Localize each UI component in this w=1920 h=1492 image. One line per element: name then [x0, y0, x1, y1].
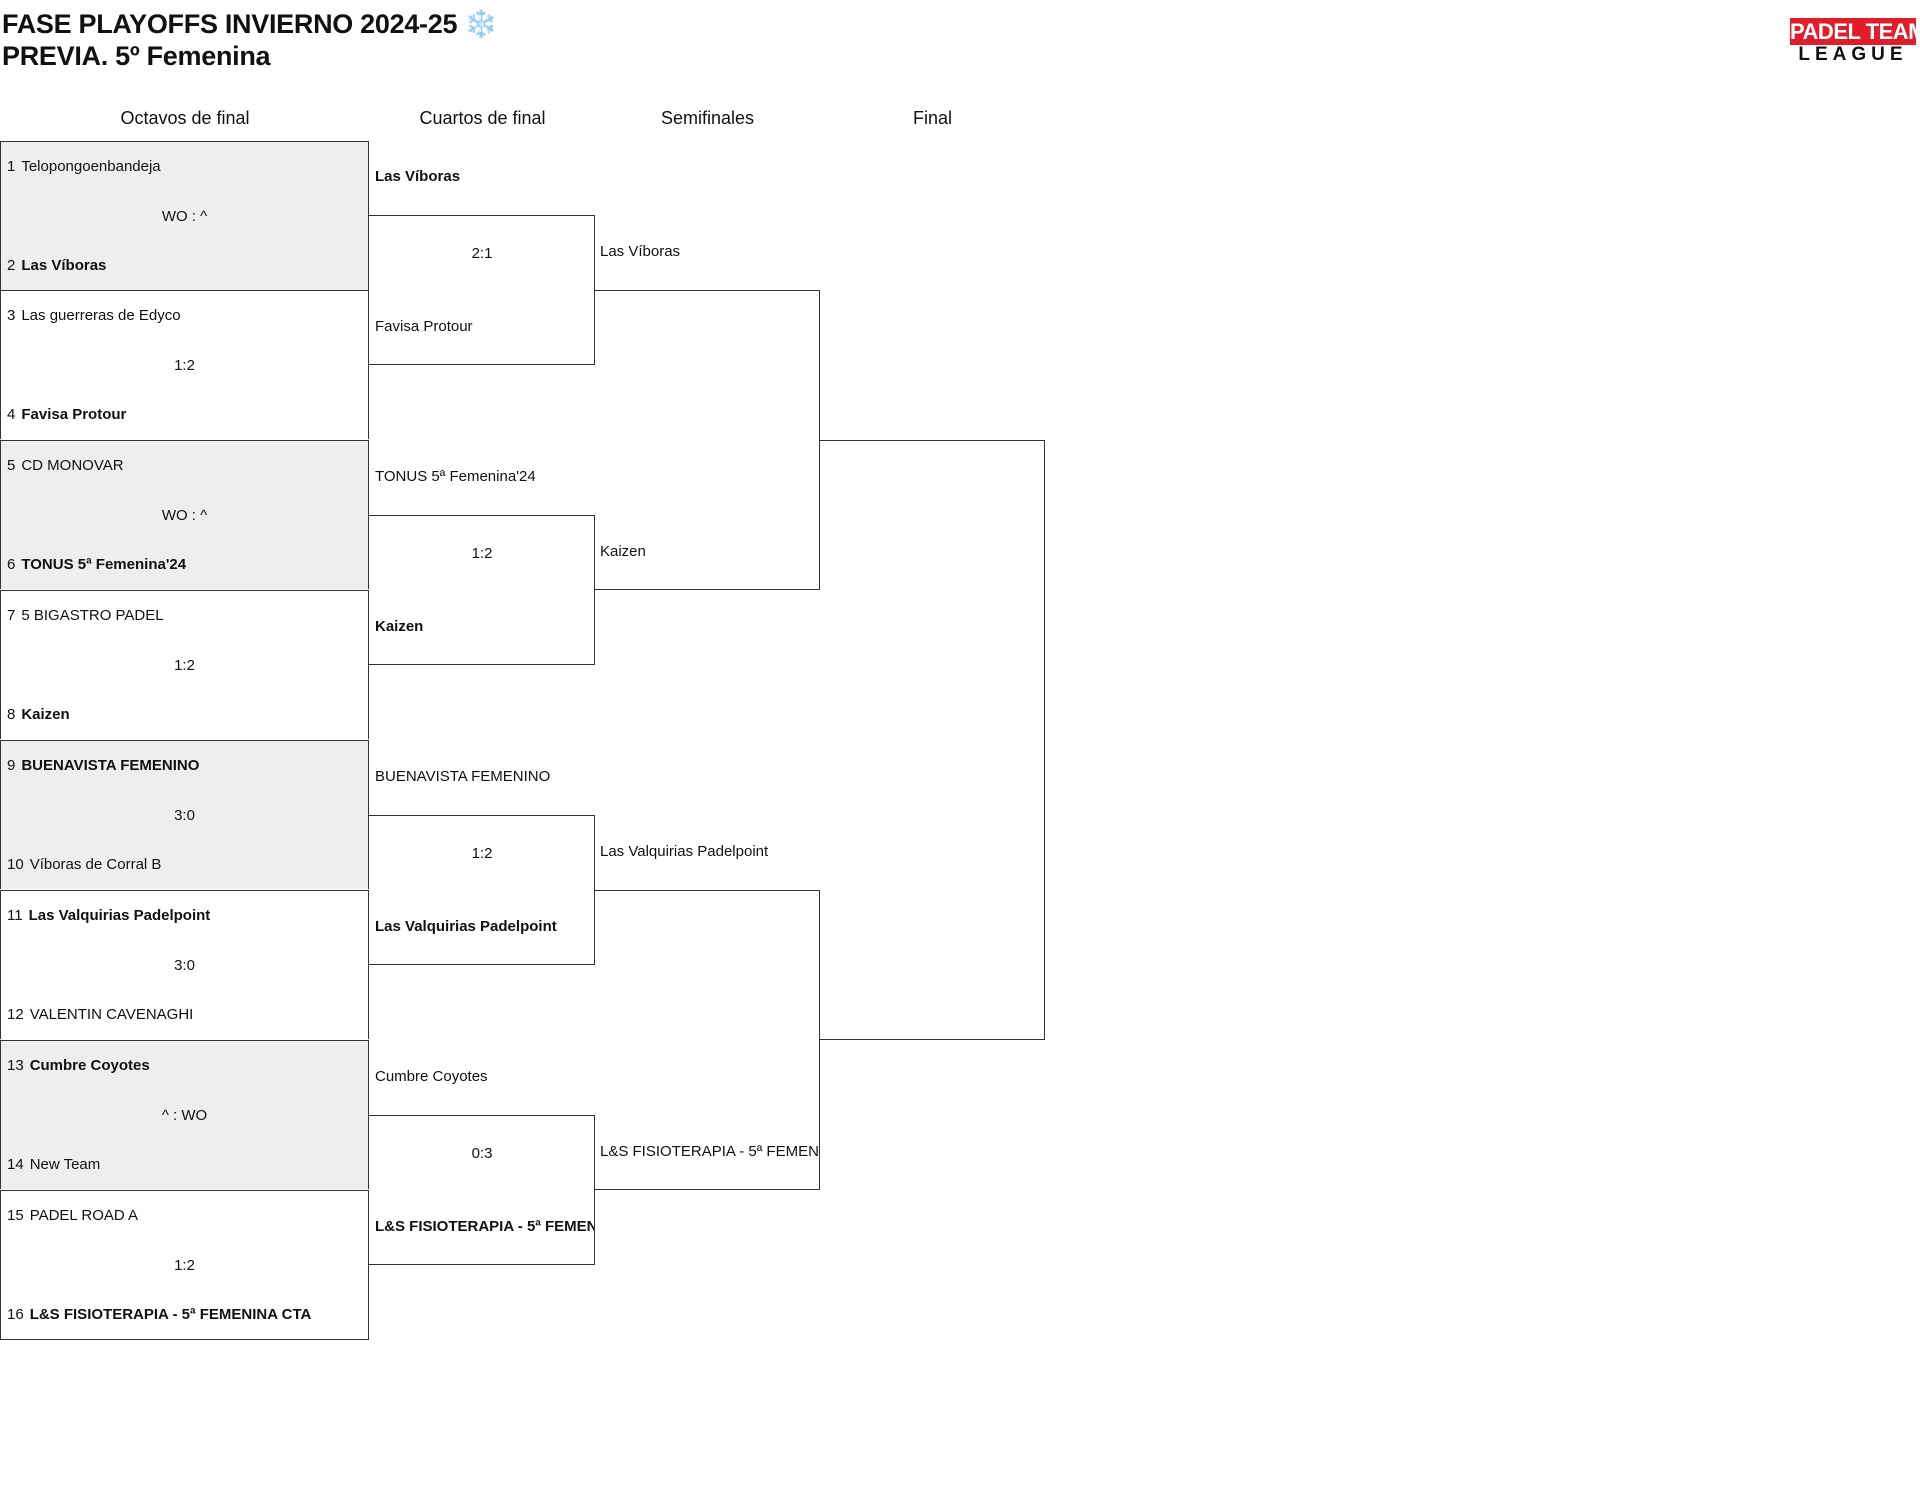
sf-team-slot: Las Víboras [600, 243, 681, 260]
qf-team-slot: L&S FISIOTERAPIA - 5ª FEMENINA CTA [375, 1218, 594, 1235]
match-score: 1:2 [174, 657, 195, 674]
match-score: WO : ^ [161, 507, 208, 524]
qf-team-slot: Las Valquirias Padelpoint [375, 918, 557, 935]
qf-bracket-2 [369, 515, 595, 665]
padel-team-league-logo: PADEL TEAM LEAGUE [1790, 18, 1920, 65]
qf-team-slot: Cumbre Coyotes [375, 1068, 488, 1085]
match-score: 1:2 [471, 845, 493, 862]
qf-team-slot: Las Víboras [375, 168, 461, 185]
match-score: ^ : WO [161, 1107, 208, 1124]
sf-team-slot: Kaizen [600, 543, 646, 560]
qf-team-slot: Favisa Protour [375, 318, 473, 335]
round-header-semifinales: Semifinales [660, 108, 755, 128]
match-score: 2:1 [471, 245, 493, 262]
qf-bracket-4 [369, 1115, 595, 1265]
qf-team-slot: TONUS 5ª Femenina'24 [375, 468, 536, 485]
qf-bracket-3 [369, 815, 595, 965]
sf-team-slot: Las Valquirias Padelpoint [600, 843, 769, 860]
match-score: 1:2 [174, 357, 195, 374]
logo-bottom-text: LEAGUE [1798, 44, 1908, 65]
sf-bracket-1 [595, 290, 820, 590]
round-header-final: Final [912, 108, 952, 128]
match-score: 1:2 [174, 1257, 195, 1274]
qf-team-slot: BUENAVISTA FEMENINO [375, 768, 551, 785]
match-score: 1:2 [471, 545, 493, 562]
page-subtitle: PREVIA. 5º Femenina [2, 41, 271, 71]
logo-top-text: PADEL TEAM [1790, 18, 1920, 45]
round-header-octavos: Octavos de final [120, 108, 250, 128]
match-score: 0:3 [471, 1145, 493, 1162]
qf-bracket-1 [369, 215, 595, 365]
qf-team-slot: Kaizen [375, 618, 424, 635]
match-score: 3:0 [174, 807, 195, 824]
match-score: WO : ^ [161, 208, 208, 225]
match-score: 3:0 [174, 957, 195, 974]
round-header-cuartos: Cuartos de final [419, 108, 546, 128]
final-bracket [820, 440, 1045, 1040]
sf-bracket-2 [595, 890, 820, 1190]
page-title: FASE PLAYOFFS INVIERNO 2024-25 ❄️ [2, 9, 498, 39]
sf-team-slot: L&S FISIOTERAPIA - 5ª FEMENINA CTA [600, 1143, 819, 1160]
